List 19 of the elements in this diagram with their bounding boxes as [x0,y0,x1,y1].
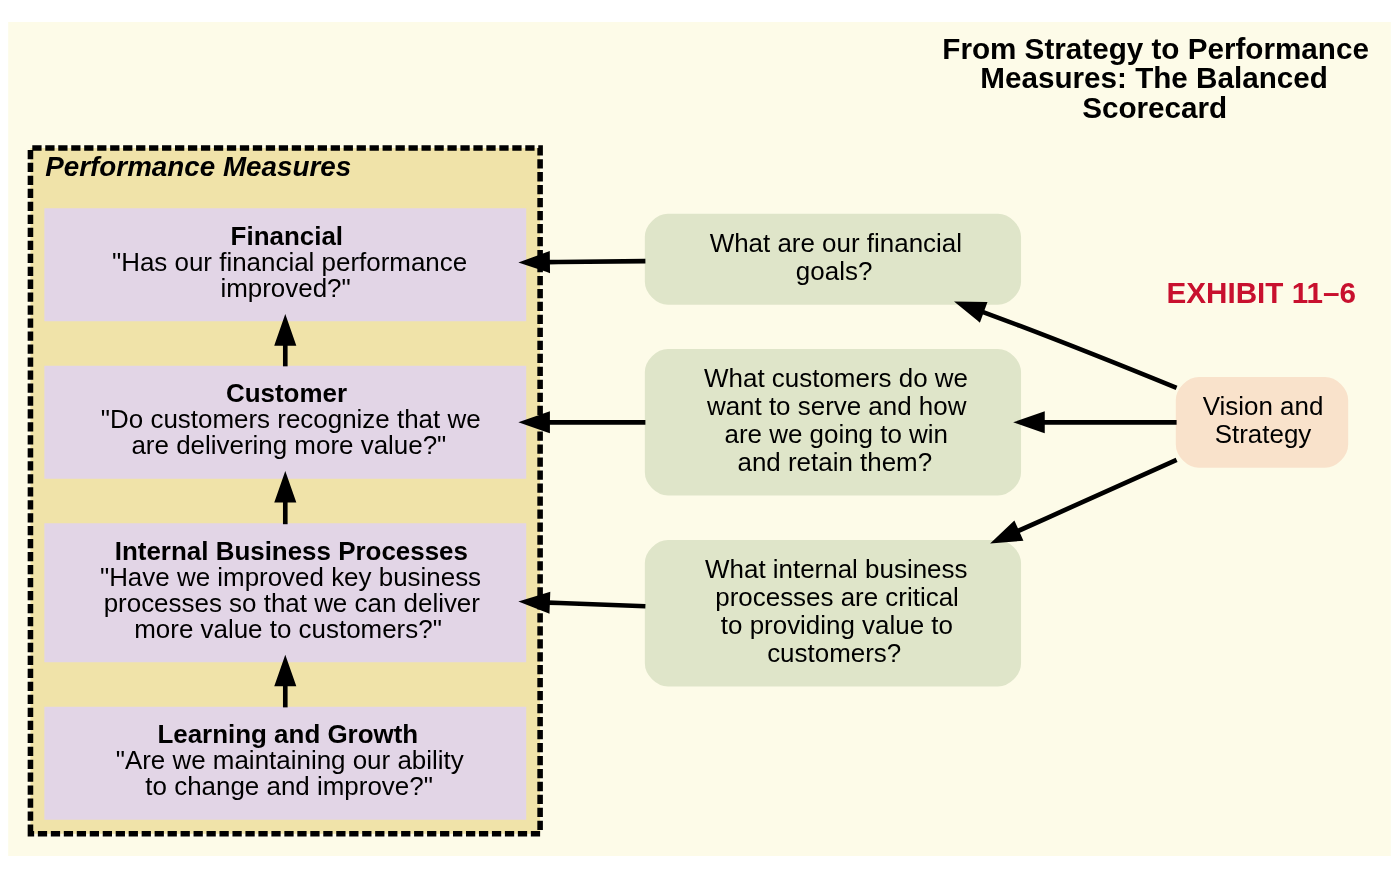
label: EXHIBIT 11–6 [1166,275,1357,309]
arrow [518,250,646,273]
node-box: What are our financial goals? [644,213,1022,305]
arrow [518,591,646,614]
arrow [954,300,1178,390]
arrow [274,313,297,366]
arrow [274,470,297,524]
arrow [990,457,1178,543]
node-box: Customer "Do customers recognize that we are delivering more value?" [44,365,527,479]
arrow [1013,410,1177,433]
node-box: What customers do we want to serve and how are we going to win and retain them? [644,348,1022,496]
arrow [518,410,646,433]
node-box: Learning and Growth "Are we maintaining our ability to change and improve?" [44,706,527,820]
node-box: Vision and Strategy [1175,376,1349,468]
arrow [274,654,297,707]
node-box: Financial "Has our financial performance improved?" [44,207,527,321]
node-box: Internal Business Processes "Have we improved key business processes so that we can deliver more value to customers?" [44,522,527,662]
node-box: What internal business processes are critical to providing value to customers? [644,539,1022,686]
diagram-title: From Strategy to Performance Measures: The Balanced Scorecard [942,31,1369,124]
